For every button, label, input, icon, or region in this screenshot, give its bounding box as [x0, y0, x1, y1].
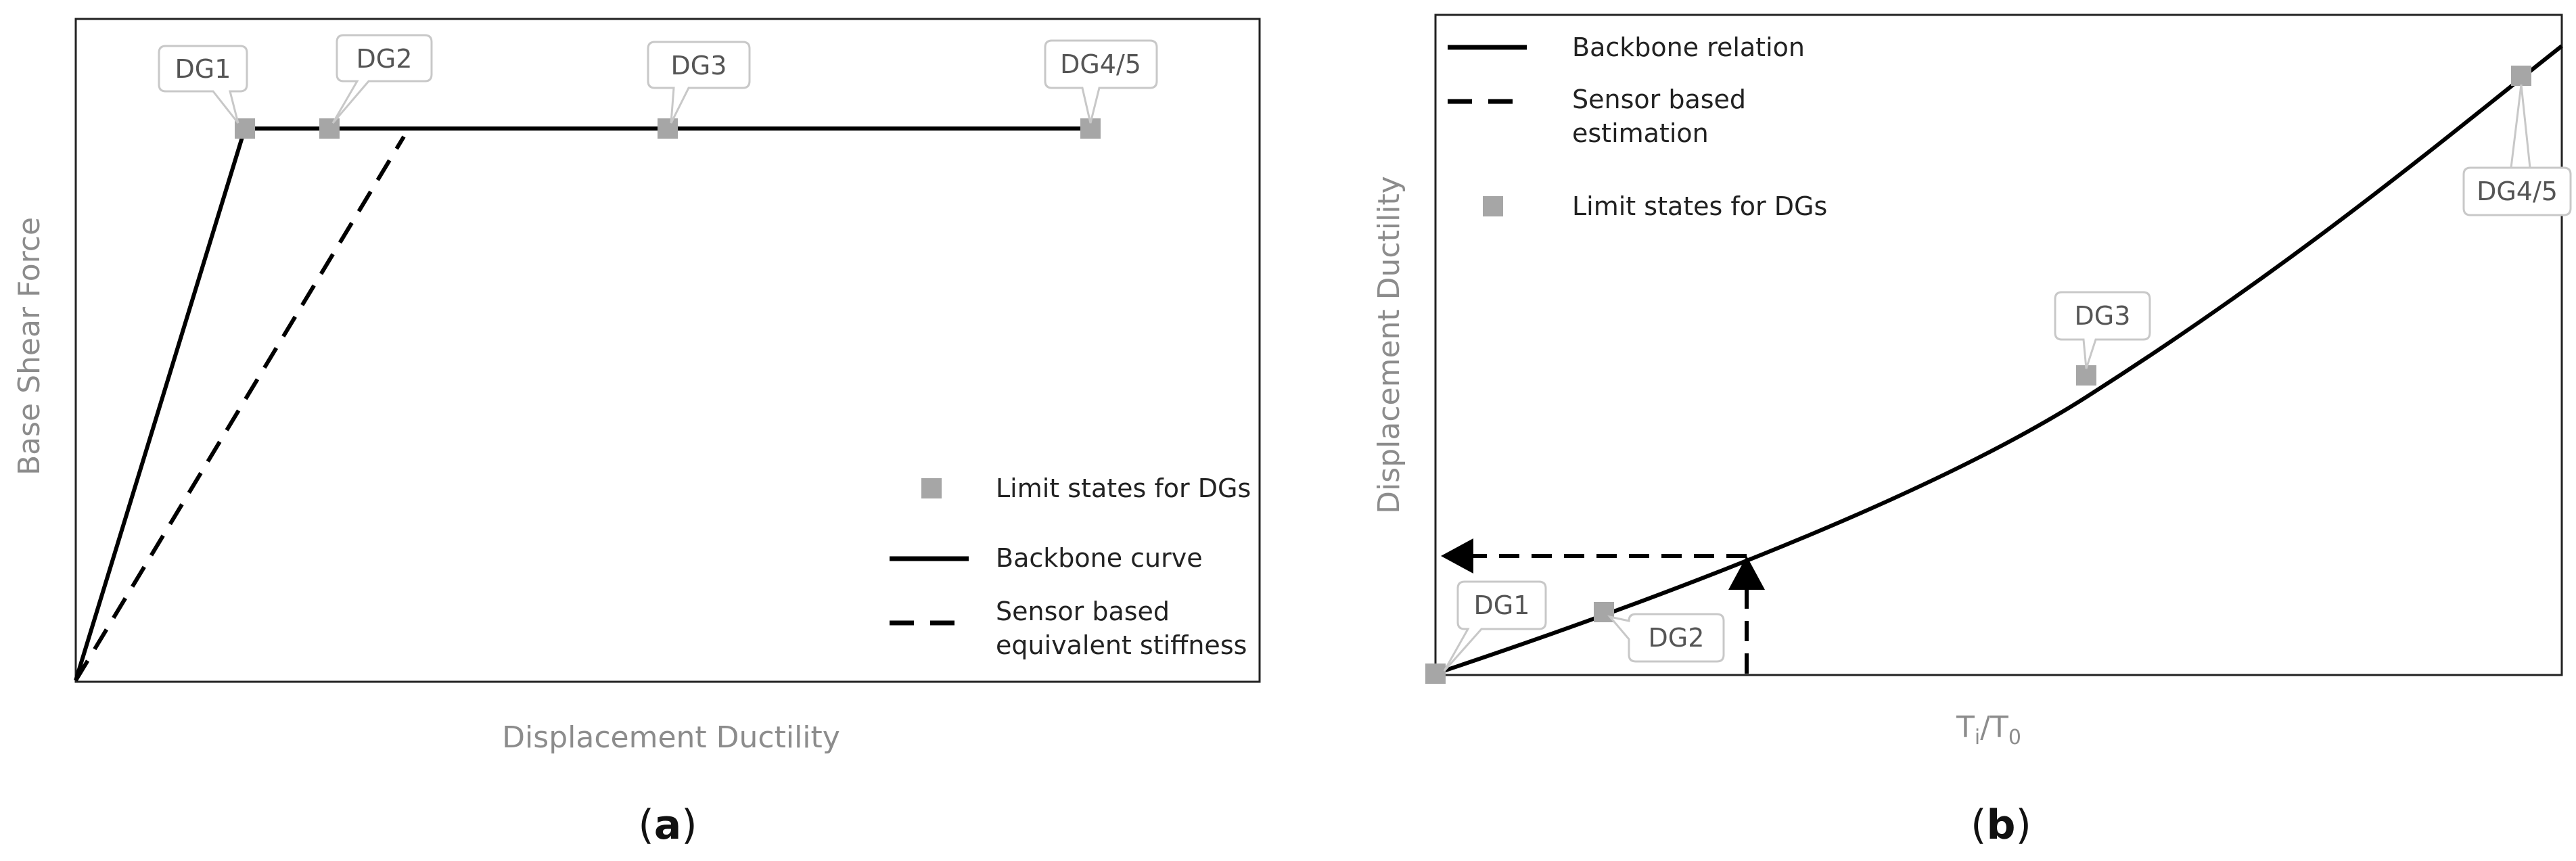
panel-b-tag-dg1-label: DG1: [1474, 590, 1530, 620]
panel-a-y-axis-title: Base Shear Force: [12, 217, 47, 475]
panel-a-tag-dg1: DG1: [158, 45, 248, 124]
panel-b-y-axis-title: Displacement Ductility: [1372, 176, 1406, 514]
panel-a-legend-dashed-label-2: equivalent stiffness: [996, 630, 1247, 660]
panel-b-estimation-horizontal-arrowhead: [1441, 538, 1473, 574]
panel-a-tag-dg1-label: DG1: [175, 54, 231, 84]
panel-b-tag-dg45-label: DG4/5: [2477, 177, 2558, 206]
panel-b-legend-markers-label: Limit states for DGs: [1572, 191, 1827, 221]
panel-a-x-axis-title: Displacement Ductility: [502, 720, 840, 755]
panel-b-tag-dg45: DG4/5: [2462, 84, 2572, 216]
panel-a-legend: Limit states for DGs Backbone curve Sens…: [890, 473, 1251, 660]
panel-b-x-axis-title: Ti/T0: [1956, 710, 2021, 749]
panel-b-legend: Backbone relation Sensor based estimatio…: [1448, 32, 1827, 221]
panel-a-tag-dg45: DG4/5: [1044, 39, 1158, 124]
panel-b-tag-dg3-label: DG3: [2075, 301, 2131, 331]
panel-a: DG1 DG2 DG3 DG4/5 Limit states for DGs B…: [12, 18, 1261, 849]
panel-a-equivalent-stiffness-line: [74, 135, 406, 682]
panel-b-marker-dg1: [1425, 664, 1446, 684]
panel-a-tag-dg45-label: DG4/5: [1060, 49, 1141, 79]
panel-b-legend-marker-swatch: [1483, 196, 1503, 216]
panel-a-legend-markers-label: Limit states for DGs: [996, 473, 1251, 503]
panel-b-legend-solid-label: Backbone relation: [1572, 32, 1805, 62]
panel-b-frame: [1434, 14, 2563, 676]
panel-a-tag-dg3-label: DG3: [671, 51, 727, 80]
panel-a-tag-dg2-label: DG2: [356, 44, 413, 74]
panel-a-legend-solid-label: Backbone curve: [996, 543, 1203, 573]
panel-b-tag-dg3: DG3: [2054, 291, 2151, 369]
panel-a-legend-dashed-label-1: Sensor based: [996, 597, 1170, 626]
panel-a-caption: (a): [638, 801, 697, 849]
panel-a-marker-dg2: [319, 118, 340, 139]
panel-b-legend-dashed-label-2: estimation: [1572, 118, 1709, 148]
panel-b-tag-dg2: DG2: [1607, 613, 1725, 663]
panel-a-tag-dg2: DG2: [331, 34, 433, 124]
panel-b-caption: (b): [1971, 801, 2031, 849]
panel-b: DG1 DG2 DG3 DG4/5 Backbone relation Sens…: [1372, 14, 2572, 849]
panel-a-marker-dg3: [658, 118, 678, 139]
panel-b-tag-dg1: DG1: [1443, 580, 1547, 672]
panel-a-legend-marker-swatch: [921, 478, 942, 498]
panel-b-estimation-vertical-arrowhead: [1728, 556, 1765, 590]
panel-b-marker-dg45: [2511, 66, 2531, 86]
panel-b-tag-dg2-label: DG2: [1649, 623, 1705, 653]
panel-a-frame: [74, 18, 1261, 683]
panel-a-backbone-curve: [74, 126, 1090, 681]
panel-b-legend-dashed-label-1: Sensor based: [1572, 85, 1746, 114]
panel-b-backbone-relation: [1435, 44, 2563, 676]
panel-a-tag-dg3: DG3: [647, 41, 751, 124]
